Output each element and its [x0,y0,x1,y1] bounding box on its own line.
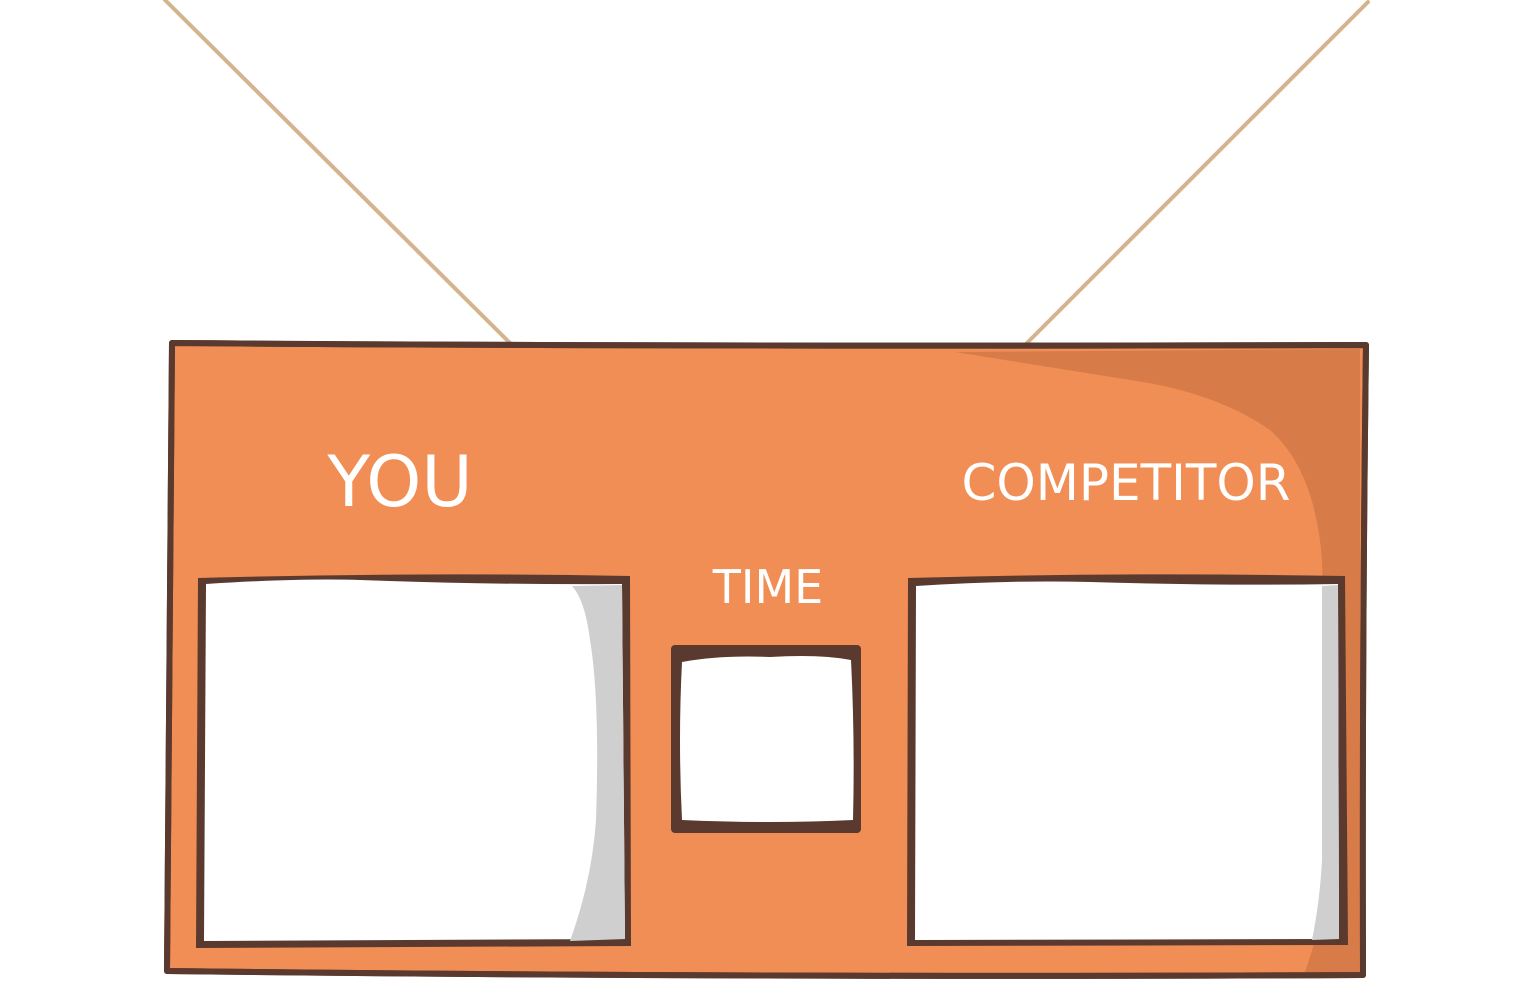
competitor-window-shadow [1312,585,1339,940]
player-score-window [196,574,631,948]
time-window-panel [680,656,854,822]
hanging-ropes [163,0,1370,348]
time-label: TIME [712,560,823,614]
competitor-window-panel [915,581,1339,940]
competitor-label: COMPETITOR [961,454,1290,512]
board-outline [164,340,1369,979]
player-window-panel [204,579,625,941]
time-window [671,645,861,833]
player-label: YOU [326,441,472,523]
rope-left [163,0,514,347]
board-shade [955,349,1360,972]
scoreboard-sign: YOU TIME COMPETITOR [164,340,1369,979]
competitor-score-window [907,574,1348,946]
rope-right [1022,0,1370,348]
player-window-shadow [570,585,625,941]
